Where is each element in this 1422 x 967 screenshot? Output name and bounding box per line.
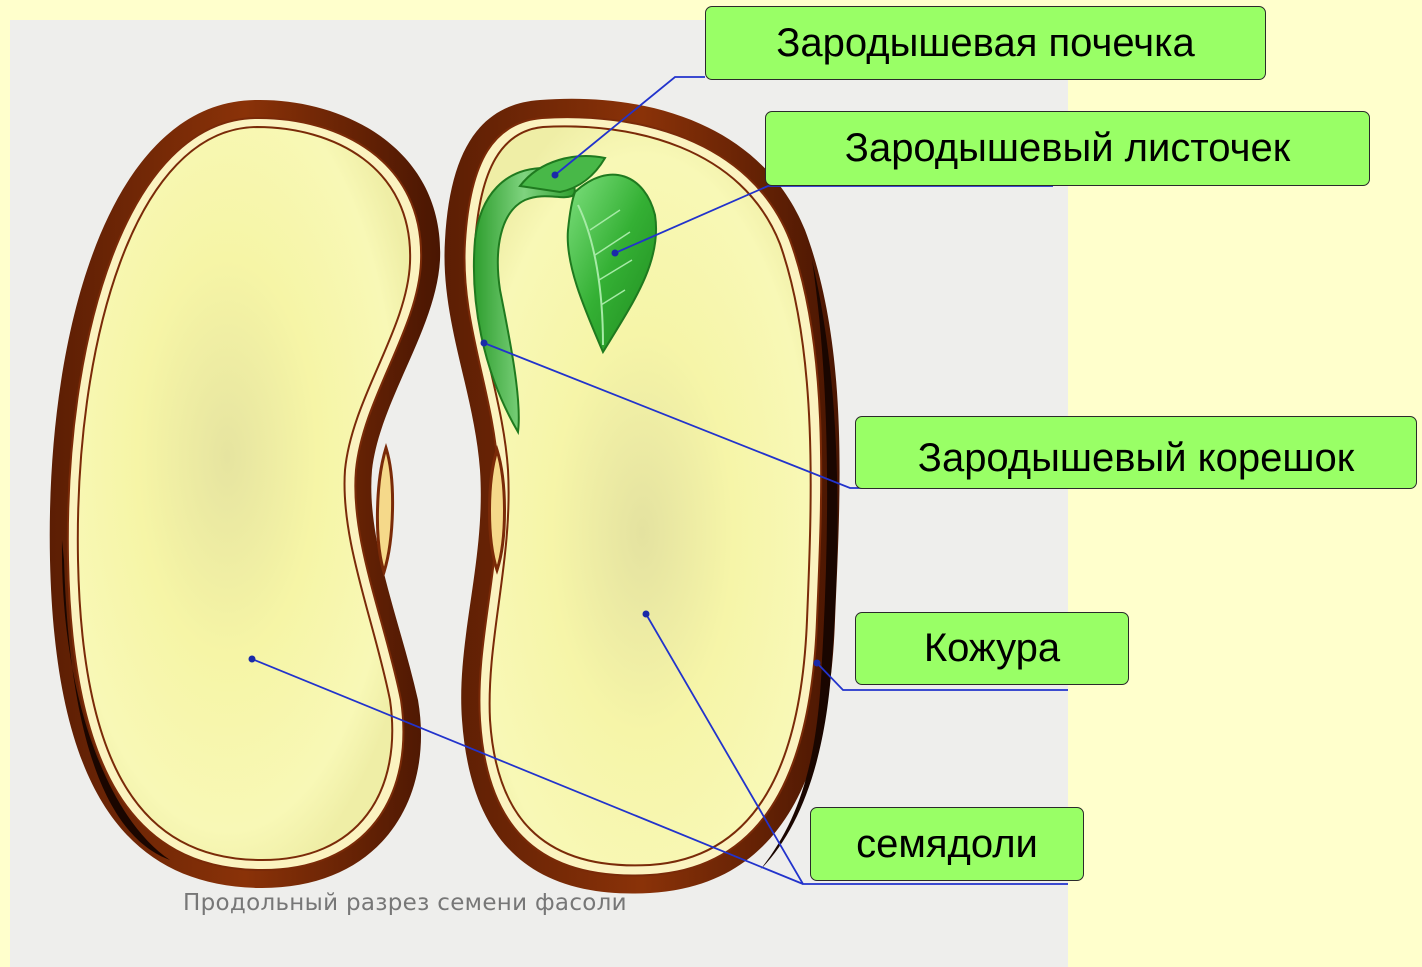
label-seed-coat: Кожура <box>855 612 1129 685</box>
dot-leaf <box>612 250 619 257</box>
label-embryonic-root-text: Зародышевый корешок <box>856 435 1416 481</box>
label-embryonic-root: Зародышевый корешок <box>855 416 1417 489</box>
right-hilum <box>490 450 505 570</box>
diagram-caption: Продольный разрез семени фасоли <box>183 890 627 916</box>
label-plumule: Зародышевая почечка <box>705 6 1266 80</box>
left-cotyledon <box>50 100 440 888</box>
label-plumule-text: Зародышевая почечка <box>776 21 1195 66</box>
label-cotyledons-text: семядоли <box>856 822 1038 867</box>
label-embryonic-leaf: Зародышевый листочек <box>765 111 1370 186</box>
dot-cotyledon-right <box>643 611 650 618</box>
dot-plumule <box>552 172 559 179</box>
dot-root <box>481 340 488 347</box>
dot-cotyledon-left <box>249 656 256 663</box>
dot-coat <box>814 660 821 667</box>
left-hilum <box>377 448 392 572</box>
label-seed-coat-text: Кожура <box>924 626 1060 671</box>
label-cotyledons: семядоли <box>810 807 1084 881</box>
label-embryonic-leaf-text: Зародышевый листочек <box>845 126 1290 171</box>
